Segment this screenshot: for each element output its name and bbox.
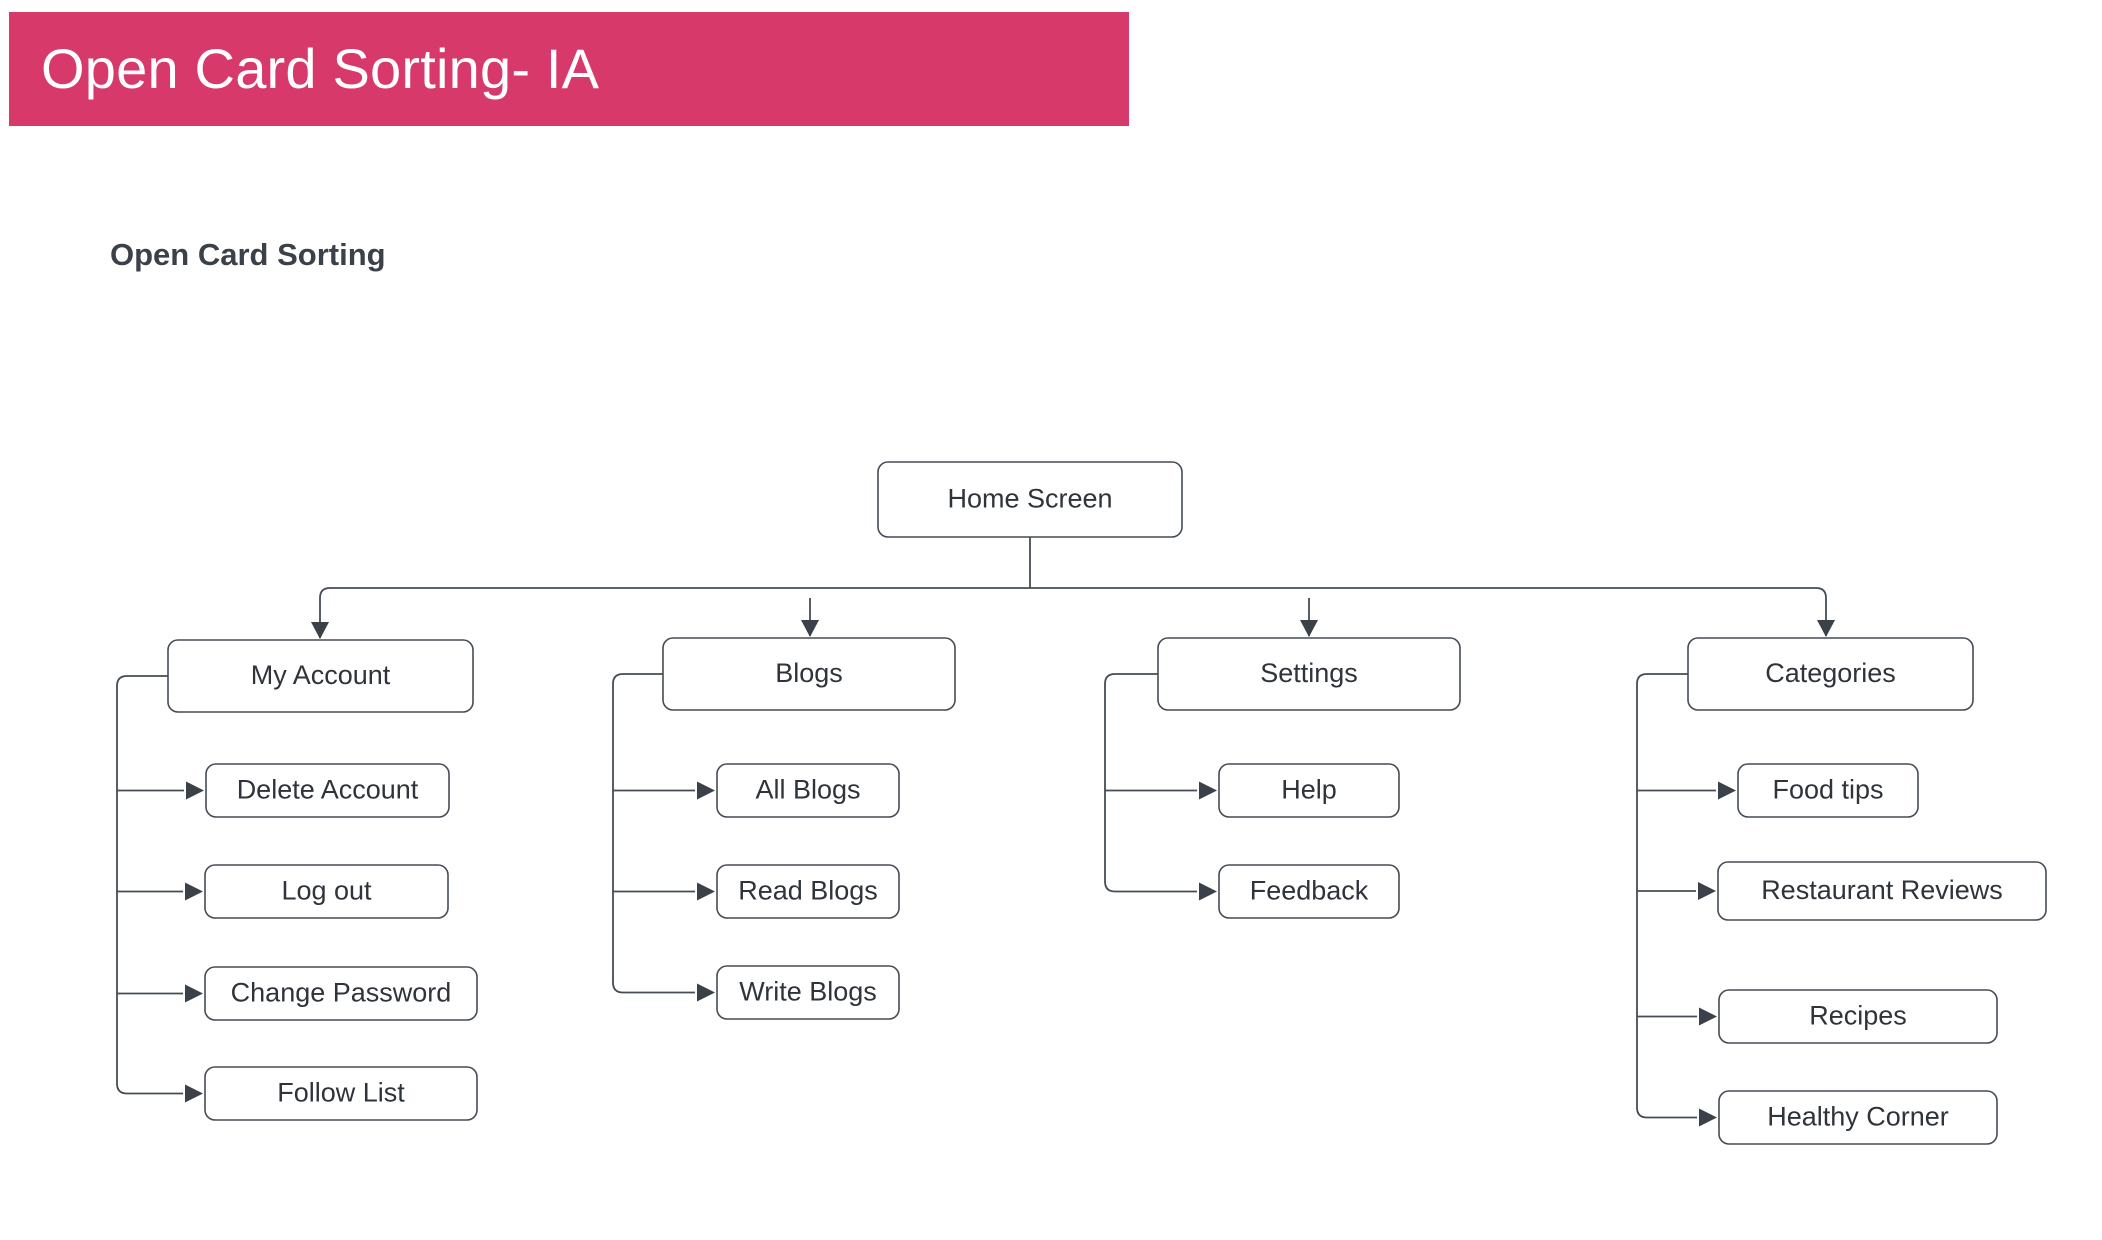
node-settings[interactable]: Settings <box>1157 637 1461 711</box>
node-categories-label: Categories <box>1765 658 1896 688</box>
arrow-down-settings <box>1300 620 1318 637</box>
node-healthy-corner-box[interactable] <box>1718 1090 1998 1145</box>
node-food-tips[interactable]: Food tips <box>1737 763 1919 818</box>
node-help[interactable]: Help <box>1218 763 1400 818</box>
node-recipes-label: Recipes <box>1809 1001 1907 1031</box>
node-delete-account-box[interactable] <box>205 763 450 818</box>
node-help-label: Help <box>1281 775 1337 805</box>
node-my-account[interactable]: My Account <box>167 639 474 713</box>
node-change-password-box[interactable] <box>204 966 478 1021</box>
node-write-blogs-box[interactable] <box>716 965 900 1020</box>
node-change-password-label: Change Password <box>231 978 452 1008</box>
node-feedback-box[interactable] <box>1218 864 1400 919</box>
node-blogs[interactable]: Blogs <box>662 637 956 711</box>
node-change-password[interactable]: Change Password <box>204 966 478 1021</box>
arrow-right-read-blogs <box>697 882 715 901</box>
node-recipes[interactable]: Recipes <box>1718 989 1998 1044</box>
arrow-right-recipes <box>1699 1007 1717 1026</box>
node-my-account-label: My Account <box>251 660 391 690</box>
node-write-blogs-label: Write Blogs <box>739 977 877 1007</box>
node-home-screen-label: Home Screen <box>947 484 1112 514</box>
child-trunk-settings <box>1104 673 1197 893</box>
node-help-box[interactable] <box>1218 763 1400 818</box>
child-trunk-categories <box>1636 673 1697 1119</box>
node-write-blogs[interactable]: Write Blogs <box>716 965 900 1020</box>
arrow-right-log-out <box>185 882 203 901</box>
arrow-right-healthy-corner <box>1699 1108 1717 1127</box>
arrow-right-delete-account <box>186 781 204 800</box>
node-follow-list-label: Follow List <box>277 1078 405 1108</box>
node-home-screen[interactable]: Home Screen <box>877 461 1183 538</box>
node-read-blogs-box[interactable] <box>716 864 900 919</box>
node-recipes-box[interactable] <box>1718 989 1998 1044</box>
node-my-account-box[interactable] <box>167 639 474 713</box>
node-home-screen-box[interactable] <box>877 461 1183 538</box>
node-settings-box[interactable] <box>1157 637 1461 711</box>
arrow-right-food-tips <box>1718 781 1736 800</box>
arrow-right-write-blogs <box>697 983 715 1002</box>
node-healthy-corner-label: Healthy Corner <box>1767 1102 1949 1132</box>
node-log-out[interactable]: Log out <box>204 864 449 919</box>
node-read-blogs[interactable]: Read Blogs <box>716 864 900 919</box>
node-feedback-label: Feedback <box>1250 876 1369 906</box>
arrow-right-help <box>1199 781 1217 800</box>
node-feedback[interactable]: Feedback <box>1218 864 1400 919</box>
node-blogs-label: Blogs <box>775 658 843 688</box>
arrow-down-blogs <box>801 620 819 637</box>
node-categories-box[interactable] <box>1687 637 1974 711</box>
node-all-blogs-box[interactable] <box>716 763 900 818</box>
node-healthy-corner[interactable]: Healthy Corner <box>1718 1090 1998 1145</box>
page-title: Open Card Sorting- IA <box>41 36 600 100</box>
arrow-down-categories <box>1817 620 1835 637</box>
node-food-tips-label: Food tips <box>1772 775 1883 805</box>
child-trunk-blogs <box>612 673 695 994</box>
node-all-blogs-label: All Blogs <box>755 775 860 805</box>
root-bus <box>319 587 1827 599</box>
section-heading: Open Card Sorting <box>110 237 386 272</box>
node-read-blogs-label: Read Blogs <box>738 876 878 906</box>
node-delete-account-label: Delete Account <box>237 775 419 805</box>
node-follow-list[interactable]: Follow List <box>204 1066 478 1121</box>
connectors-layer <box>116 537 1835 1127</box>
arrow-right-change-password <box>185 984 203 1003</box>
child-trunk-my-account <box>116 675 183 1095</box>
node-restaurant-reviews-box[interactable] <box>1717 861 2047 921</box>
arrow-right-all-blogs <box>697 781 715 800</box>
node-delete-account[interactable]: Delete Account <box>205 763 450 818</box>
node-blogs-box[interactable] <box>662 637 956 711</box>
node-settings-label: Settings <box>1260 658 1358 688</box>
node-restaurant-reviews-label: Restaurant Reviews <box>1761 875 2003 905</box>
arrow-right-restaurant-reviews <box>1698 882 1716 900</box>
header-banner: Open Card Sorting- IA <box>9 12 1129 126</box>
arrow-right-feedback <box>1199 882 1217 901</box>
node-log-out-label: Log out <box>281 876 372 906</box>
node-follow-list-box[interactable] <box>204 1066 478 1121</box>
node-restaurant-reviews[interactable]: Restaurant Reviews <box>1717 861 2047 921</box>
node-log-out-box[interactable] <box>204 864 449 919</box>
arrow-right-follow-list <box>185 1084 203 1103</box>
node-all-blogs[interactable]: All Blogs <box>716 763 900 818</box>
node-food-tips-box[interactable] <box>1737 763 1919 818</box>
node-categories[interactable]: Categories <box>1687 637 1974 711</box>
arrow-down-my-account <box>311 622 329 639</box>
